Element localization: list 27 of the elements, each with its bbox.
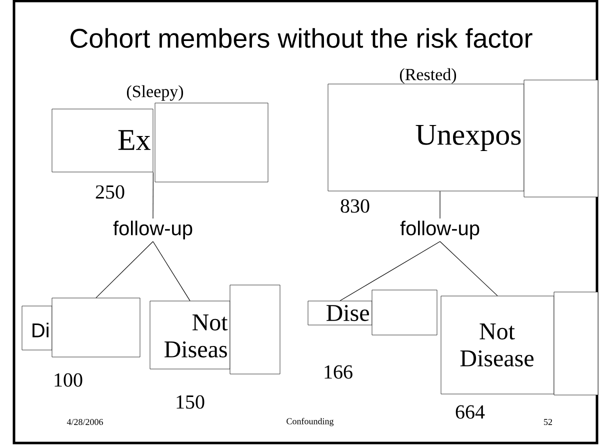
count-label: 166 [324,365,352,379]
empty-box [524,80,598,198]
node-label: (Rested) [400,68,456,84]
empty-box [154,102,268,182]
footer-text: 4/28/2006 [66,418,103,426]
node-label: (Sleepy) [126,85,184,101]
group-box: Dise [308,300,372,326]
count-label: 250 [96,185,124,199]
empty-box [230,284,280,374]
group-box: (Rested) Unexpos [328,68,524,192]
connector-line [96,241,154,298]
group-box: (Sleepy) Ex [52,85,184,172]
connector-line [440,241,498,296]
connector-line [152,172,154,219]
count-label: 150 [176,395,204,409]
footer-text: 52 [544,418,552,426]
follow-up-label: follow-up [113,220,192,240]
follow-up-label: follow-up [400,220,480,240]
connector-line [340,241,440,302]
connector-line [152,241,190,302]
footer-text: Confounding [286,418,334,426]
count-label: 100 [54,373,82,387]
group-box: Not Diseas [150,300,230,370]
slide-title: Cohort members without the risk factor [70,28,532,48]
group-box: Di [22,306,52,350]
empty-box [554,292,598,396]
empty-box [372,290,438,336]
